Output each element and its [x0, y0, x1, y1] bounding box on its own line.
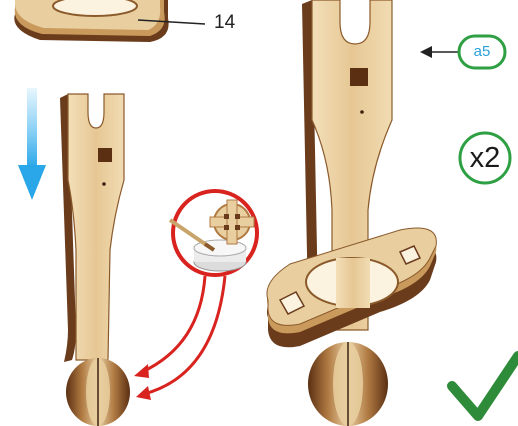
right-ball-part — [308, 342, 388, 426]
left-arrow-icon — [420, 46, 458, 58]
part-number-label: 14 — [214, 12, 235, 34]
left-ball-part — [66, 358, 130, 426]
glue-pot-icon — [170, 191, 257, 275]
glue-arrowhead-lower — [136, 386, 151, 400]
quantity-label: x2 — [456, 135, 514, 181]
glue-arrowhead-upper — [134, 364, 149, 378]
glue-pointer-arrows — [142, 276, 225, 394]
checkmark-icon — [452, 356, 518, 416]
down-arrow-icon — [18, 88, 46, 200]
part-badge-label: a5 — [458, 38, 506, 66]
left-post-part — [60, 94, 124, 362]
